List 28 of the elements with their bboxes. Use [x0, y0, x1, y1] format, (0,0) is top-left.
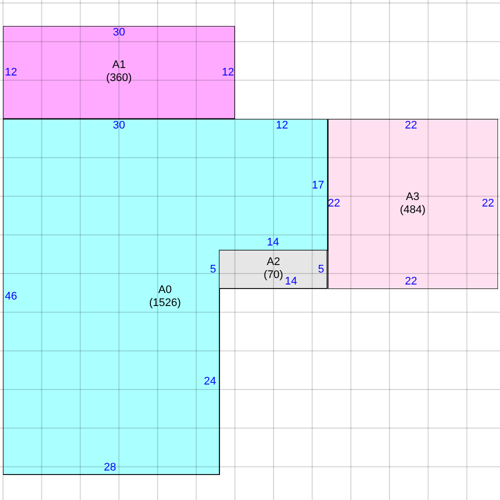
area-name: A1 — [112, 59, 126, 72]
area-shape — [3, 119, 328, 475]
dimension-label: 17 — [312, 180, 324, 192]
area-name: A0 — [158, 284, 172, 297]
dimension-label: 14 — [284, 276, 298, 288]
dimension-label: 22 — [404, 120, 418, 132]
dimension-label: 12 — [4, 66, 18, 80]
dimension-label: 14 — [266, 236, 280, 250]
area-value: (1526) — [149, 297, 181, 310]
dimension-label: 5 — [318, 264, 324, 276]
dimension-label: 12 — [276, 120, 288, 132]
area-value: (484) — [400, 204, 426, 217]
dimension-label: 22 — [482, 198, 494, 210]
area-name: A2 — [266, 256, 280, 270]
area-shape — [219, 250, 328, 290]
dimension-label: 12 — [222, 66, 234, 80]
dimension-label: 28 — [104, 462, 116, 474]
dimension-label: 22 — [328, 198, 340, 210]
area-shape — [328, 119, 498, 290]
area-name: A3 — [406, 191, 420, 204]
area-value: (70) — [264, 269, 284, 282]
dimension-label: 22 — [404, 276, 418, 288]
dimension-label: 30 — [112, 26, 126, 40]
dimension-label: 46 — [4, 290, 18, 304]
dimension-label: 24 — [204, 376, 216, 388]
dimension-label: 30 — [112, 120, 126, 132]
area-value: (360) — [106, 72, 132, 86]
dimension-label: 5 — [210, 264, 216, 276]
